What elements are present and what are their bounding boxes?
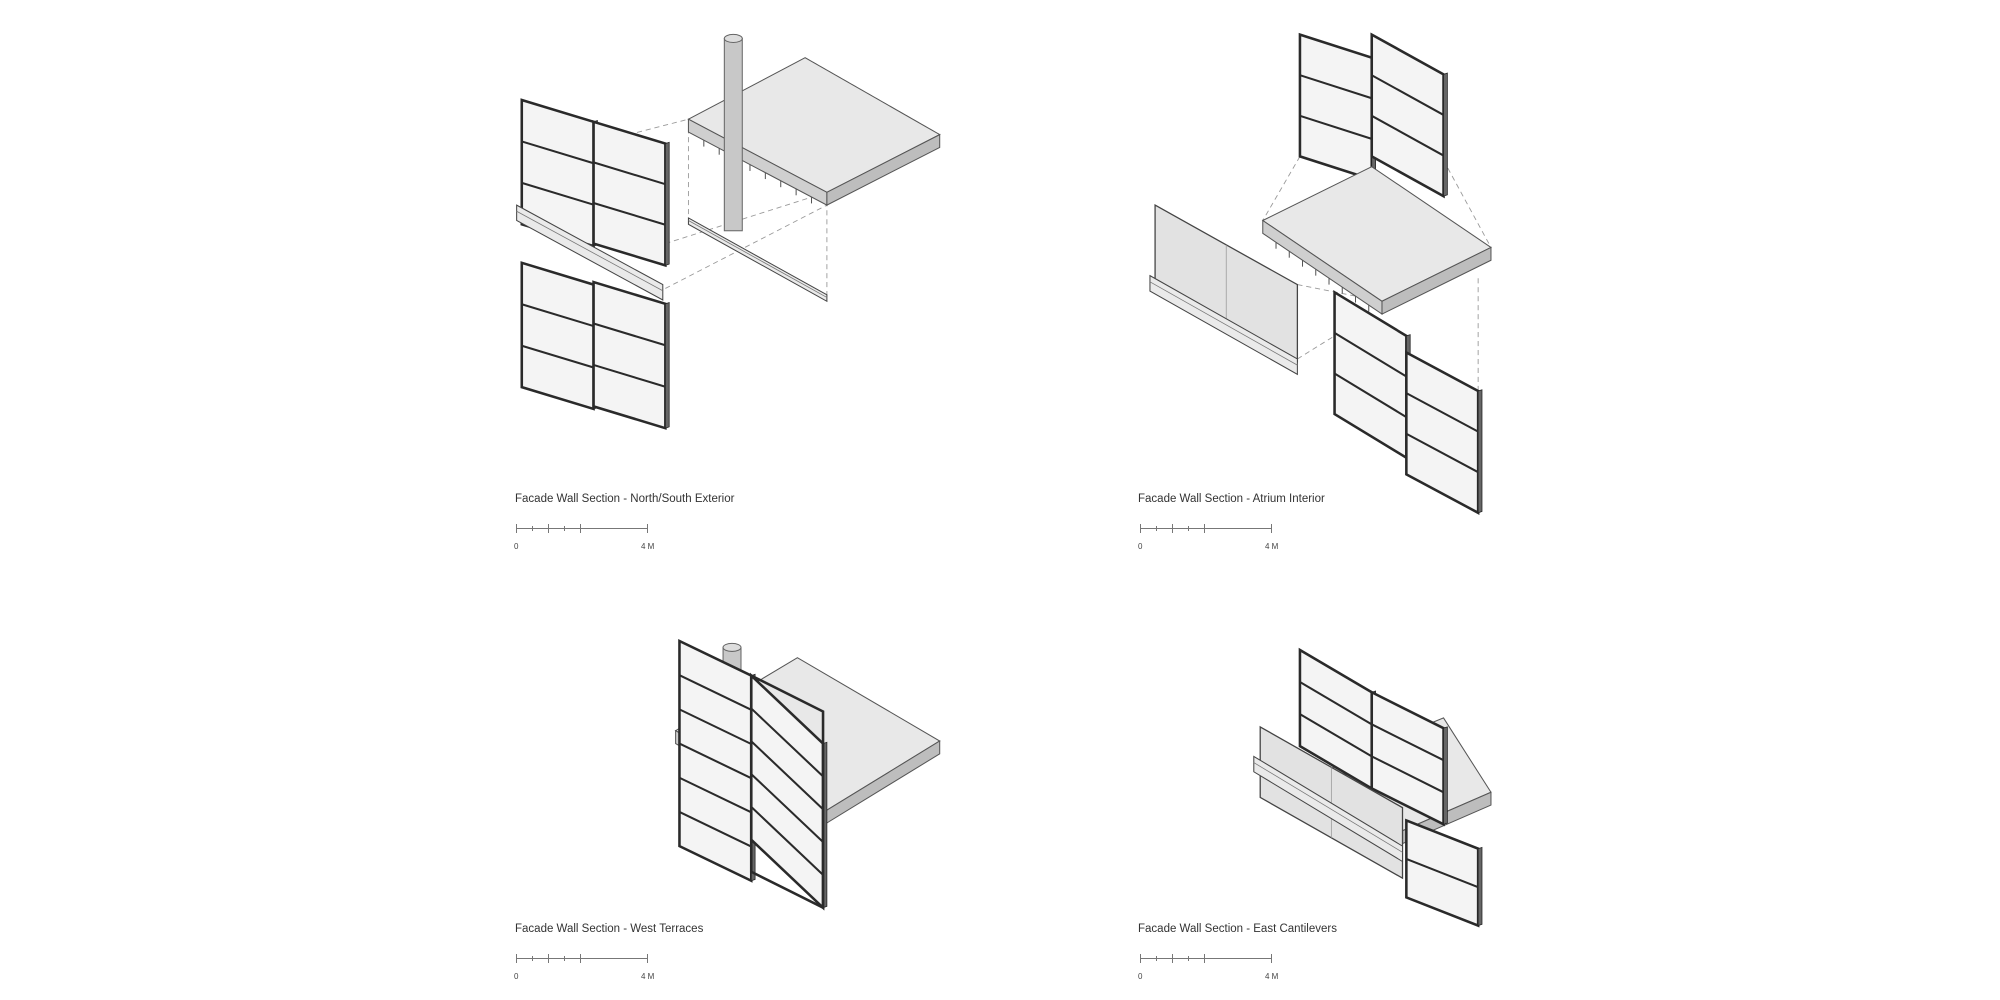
glazing-panel xyxy=(1405,350,1480,515)
glazing-panel xyxy=(520,261,595,411)
steel-column xyxy=(723,37,743,232)
panel-mullion xyxy=(1299,74,1373,100)
section-title-west-terraces: Facade Wall Section - West Terraces xyxy=(515,923,704,935)
scale-end-label: 4 M xyxy=(1265,542,1279,551)
scale-end-label: 4 M xyxy=(641,542,655,551)
scale-end-label: 4 M xyxy=(641,972,655,981)
scale-bar xyxy=(1140,522,1272,536)
glazing-panel xyxy=(592,120,667,268)
panel-mullion xyxy=(679,674,752,711)
steel-beam xyxy=(687,217,828,303)
glazing-panel xyxy=(1370,32,1445,199)
section-title-north-south: Facade Wall Section - North/South Exteri… xyxy=(515,493,735,505)
panel-mullion xyxy=(593,322,666,347)
beam-edge xyxy=(688,220,828,298)
panel-mullion xyxy=(593,161,666,186)
panel-mullion xyxy=(521,303,594,328)
panel-mullion xyxy=(679,811,752,848)
scale-bar xyxy=(516,952,648,966)
panel-mullion xyxy=(1371,755,1444,794)
guide-line xyxy=(1443,160,1492,248)
beam-edge xyxy=(1149,281,1298,366)
section-title-atrium: Facade Wall Section - Atrium Interior xyxy=(1138,493,1325,505)
panel-mullion xyxy=(1371,723,1444,762)
panel-mullion xyxy=(521,181,594,206)
guide-line xyxy=(665,204,828,289)
panel-mullion xyxy=(1334,332,1407,378)
panel-mullion xyxy=(593,202,666,226)
panel-mullion xyxy=(593,363,666,388)
panel-frame-edge xyxy=(664,302,670,429)
panel-mullion xyxy=(750,707,824,778)
slab-edge xyxy=(1381,246,1492,315)
panel-frame-edge xyxy=(1443,726,1448,825)
panel-frame-edge xyxy=(1477,846,1483,927)
guide-line xyxy=(593,118,689,145)
scale-start-label: 0 xyxy=(514,542,519,551)
panel-mullion xyxy=(679,776,752,814)
panel-mullion xyxy=(1405,392,1479,433)
panel-mullion xyxy=(1405,432,1479,474)
beam-edge xyxy=(516,210,663,292)
beam-edge xyxy=(1253,762,1403,853)
panel-mullion xyxy=(1299,114,1373,140)
glazing-panel xyxy=(592,280,667,430)
guide-line xyxy=(1262,156,1301,221)
steel-beam xyxy=(1149,274,1298,376)
panel-mullion xyxy=(750,773,824,843)
glazing-panel xyxy=(1298,32,1374,182)
column-top xyxy=(722,642,742,652)
glazing-panel xyxy=(1333,290,1408,460)
panel-mullion xyxy=(1299,681,1373,726)
panel-mullion xyxy=(521,140,594,165)
panel-mullion xyxy=(679,742,752,780)
scale-bar xyxy=(516,522,648,536)
panel-frame-edge xyxy=(1477,389,1483,514)
scale-start-label: 0 xyxy=(1138,972,1143,981)
panel-frame-edge xyxy=(664,141,670,266)
scale-start-label: 0 xyxy=(514,972,519,981)
glazing-panel-outline xyxy=(749,673,825,910)
panel-mullion xyxy=(1371,114,1445,157)
scale-bar xyxy=(1140,952,1272,966)
section-title-east-cantilevers: Facade Wall Section - East Cantilevers xyxy=(1138,923,1337,935)
steel-beam xyxy=(516,204,664,301)
panel-mullion xyxy=(750,740,824,810)
scale-end-label: 4 M xyxy=(1265,972,1279,981)
panel-frame-edge xyxy=(1443,72,1448,197)
panel-mullion xyxy=(1371,74,1445,116)
guide-line xyxy=(1297,335,1335,360)
slab-edge xyxy=(826,133,941,206)
steel-beam xyxy=(1253,755,1404,863)
column-top xyxy=(723,33,743,44)
floor-slab xyxy=(1261,166,1492,302)
panel-mullion xyxy=(1405,857,1479,889)
panel-mullion xyxy=(679,708,752,745)
panel-mullion xyxy=(1334,372,1407,418)
guide-line xyxy=(665,191,828,245)
panel-mullion xyxy=(1299,713,1373,758)
scale-start-label: 0 xyxy=(1138,542,1143,551)
panel-mullion xyxy=(750,806,824,876)
panel-mullion xyxy=(521,344,594,369)
